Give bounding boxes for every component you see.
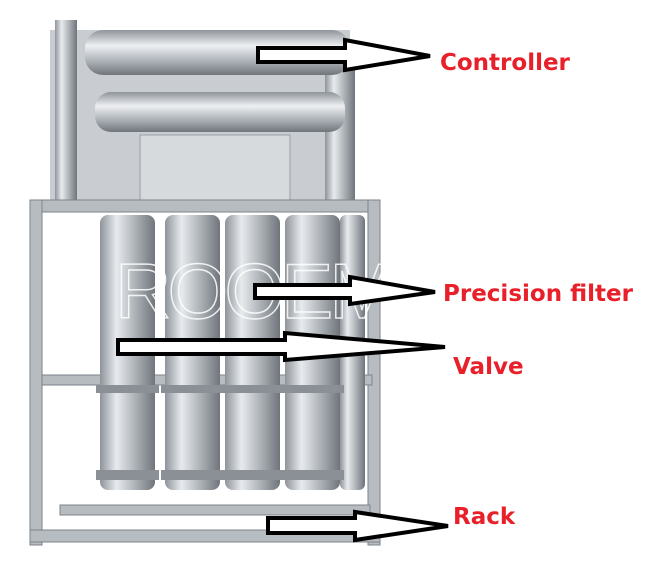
rack-arrow (266, 509, 449, 543)
label-rack: Rack (453, 504, 516, 530)
valve-arrow (116, 330, 446, 363)
label-controller: Controller (440, 50, 570, 76)
precision-filter-arrow (253, 274, 436, 307)
controller-arrow (256, 37, 431, 73)
label-valve: Valve (453, 354, 524, 380)
label-precision-filter: Precision filter (443, 281, 633, 307)
